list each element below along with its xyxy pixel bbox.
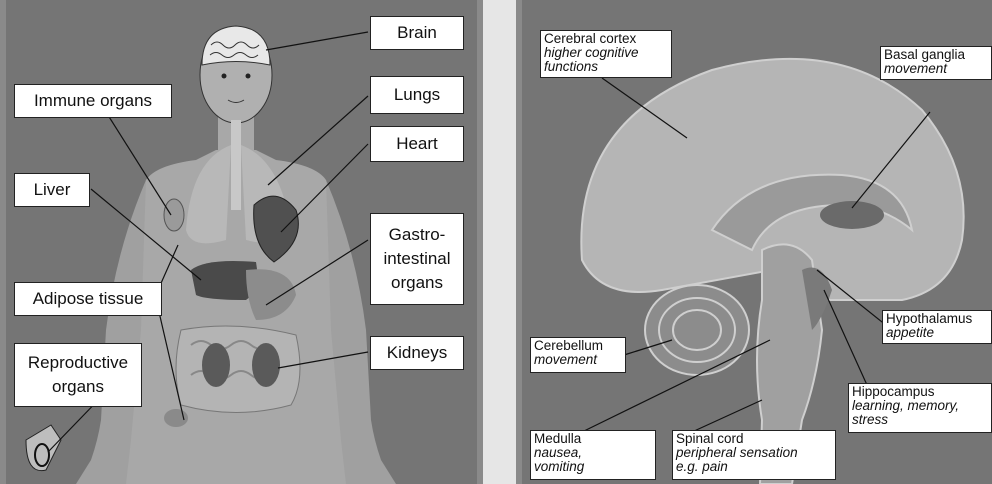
- label-heart: Heart: [370, 126, 464, 162]
- label-hippocampus: Hippocampus learning, memory, stress: [848, 383, 992, 433]
- basal-ganglia-region: [820, 201, 884, 229]
- left-kidney: [252, 343, 280, 387]
- label-hypothalamus: Hypothalamus appetite: [882, 310, 992, 344]
- label-cerebral-cortex: Cerebral cortex higher cognitive functio…: [540, 30, 672, 78]
- adipose-icon: [26, 425, 61, 471]
- label-cerebellum: Cerebellum movement: [530, 337, 626, 373]
- label-immune-organs: Immune organs: [14, 84, 172, 118]
- label-medulla: Medulla nausea, vomiting: [530, 430, 656, 480]
- trachea: [231, 120, 241, 210]
- spleen-organ: [164, 199, 184, 231]
- brain-regions-diagram: Cerebral cortex higher cognitive functio…: [516, 0, 992, 484]
- label-adipose-tissue: Adipose tissue: [14, 282, 162, 316]
- brain-organ: [202, 26, 270, 65]
- label-reproductive-organs: Reproductive organs: [14, 343, 142, 407]
- reproductive-organ: [164, 409, 188, 427]
- label-kidneys: Kidneys: [370, 336, 464, 370]
- intestines: [176, 326, 300, 413]
- body-organs-diagram: Brain Lungs Heart Gastro- intestinal org…: [0, 0, 483, 484]
- right-kidney: [202, 343, 230, 387]
- label-spinal-cord: Spinal cord peripheral sensation e.g. pa…: [672, 430, 836, 480]
- label-basal-ganglia: Basal ganglia movement: [880, 46, 992, 80]
- label-liver: Liver: [14, 173, 90, 207]
- label-brain: Brain: [370, 16, 464, 50]
- label-lungs: Lungs: [370, 76, 464, 114]
- label-gastrointestinal: Gastro- intestinal organs: [370, 213, 464, 305]
